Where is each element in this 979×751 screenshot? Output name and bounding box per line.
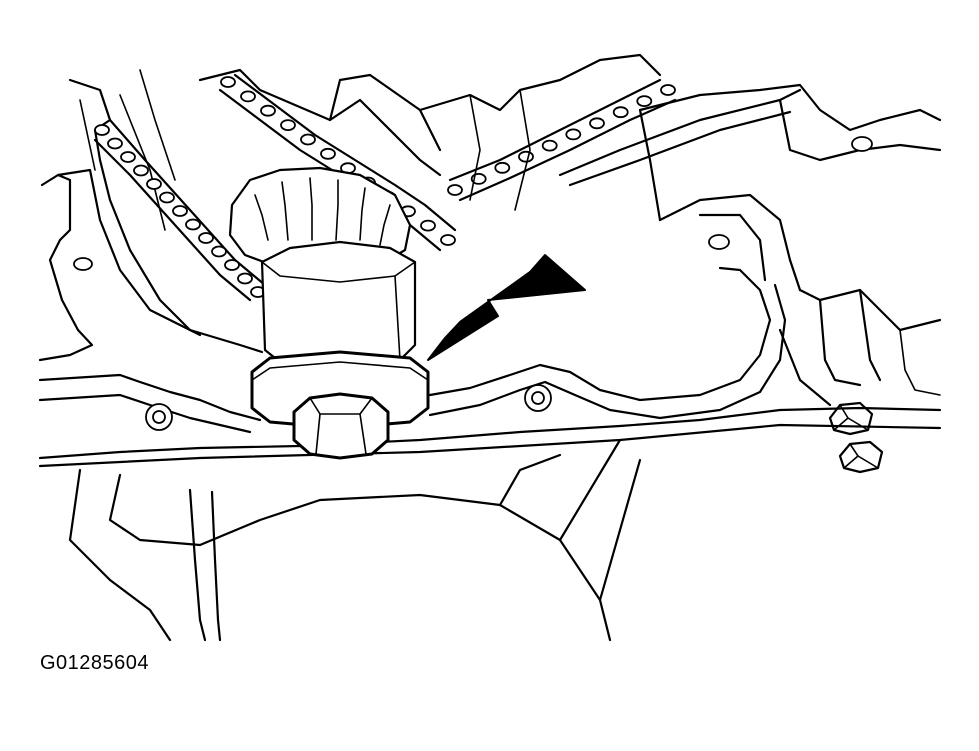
chain-roller (224, 259, 240, 271)
chain-roller (612, 106, 629, 119)
chain-roller (120, 151, 136, 163)
engine-block-left (38, 69, 264, 362)
chain-roller (237, 272, 253, 285)
chain-guides (198, 53, 802, 211)
chain-roller (320, 147, 336, 160)
chain-roller (185, 218, 201, 231)
chain-roller (220, 76, 236, 88)
chain-roller (198, 232, 214, 244)
chain-roller (589, 117, 605, 130)
chain-roller (636, 95, 653, 107)
timing-chain-left (93, 118, 267, 302)
chain-roller (240, 90, 256, 103)
oil-pan (38, 266, 942, 642)
pointer-arrow (427, 254, 586, 361)
chain-roller (420, 219, 436, 232)
chain-roller (146, 178, 162, 190)
chain-roller (541, 139, 558, 152)
pan-bolt-left (145, 403, 173, 431)
chain-roller (133, 164, 149, 177)
engine-block-right (638, 83, 942, 396)
chain-roller (447, 184, 463, 196)
chain-roller (494, 161, 511, 174)
chain-roller (260, 104, 276, 117)
chain-roller (300, 133, 316, 146)
pan-bolt-middle (524, 384, 552, 412)
chain-roller (565, 128, 582, 141)
crankshaft-bolt (292, 392, 390, 460)
chain-roller (440, 234, 456, 246)
chain-roller (660, 84, 676, 96)
chain-roller (159, 191, 175, 204)
hex-bolt-right-lower (838, 440, 884, 474)
chain-roller (94, 124, 110, 136)
chain-roller (280, 119, 296, 131)
chain-roller (172, 205, 188, 217)
chain-roller (518, 150, 534, 163)
chain-roller (107, 137, 123, 150)
chain-roller (211, 245, 227, 258)
figure-id-label: G01285604 (40, 652, 150, 674)
